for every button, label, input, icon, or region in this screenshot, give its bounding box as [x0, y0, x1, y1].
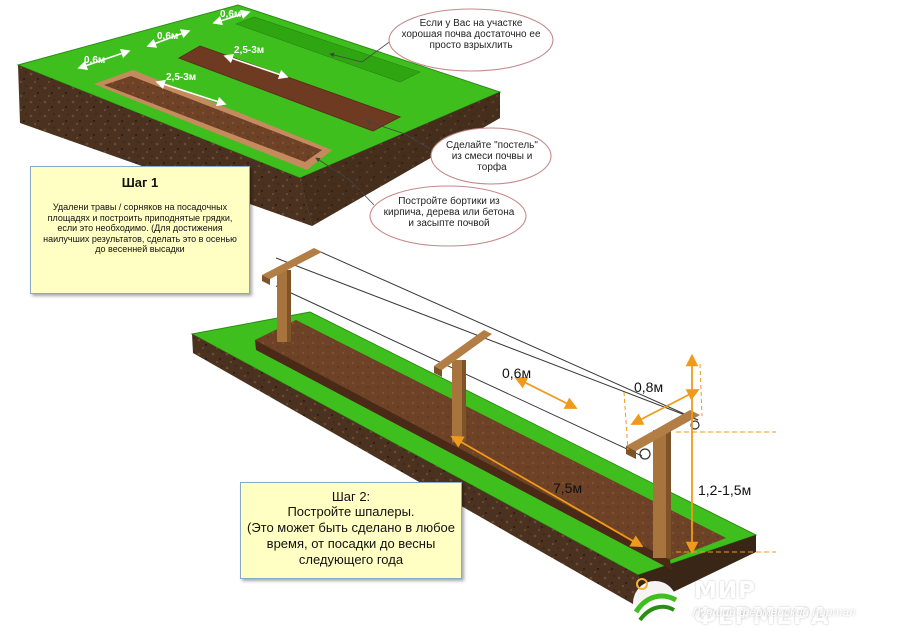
dim-post-height-label: 1,2-1,5м: [698, 482, 751, 498]
bubble-borders: [369, 185, 527, 247]
bubble-borders-text: Постройте бортики из кирпича, дерева или…: [383, 196, 515, 229]
bubble-loosen-text: Если у Вас на участке хорошая почва дост…: [401, 18, 541, 51]
step1-body: Удалени травы / сорняков на посадочных п…: [43, 202, 237, 254]
step2-callout: Шаг 2: Постройте шпалеры. (Это может быт…: [240, 482, 462, 579]
step2-body: (Это может быть сделано в любое время, о…: [246, 520, 455, 567]
post-middle: [434, 330, 492, 442]
top-plot: 0,6м 0,6м 0,6м 2,5-3м 2,5-3м: [16, 4, 502, 226]
dim-crossbar-label: 0,8м: [634, 379, 663, 395]
step2-title: Шаг 2:: [331, 489, 371, 504]
bubble-loosen: [388, 8, 554, 72]
dim-gap-label: 0,6м: [157, 31, 178, 42]
dim-bed-length-label: 2,5-3м: [166, 72, 196, 83]
post-back: [262, 248, 322, 342]
step1-callout: Шаг 1 Удалени травы / сорняков на посадо…: [30, 166, 250, 294]
dim-peat-length-label: 2,5-3м: [234, 45, 264, 56]
trellis-dimensions: 0,6м 0,8м 7,5м 1,2-1,5м: [450, 353, 776, 555]
dim-wire-spacing-label: 0,6м: [502, 365, 531, 381]
step2-line1: Постройте шпалеры.: [287, 504, 415, 519]
bubble-bed: [430, 127, 552, 185]
site-logo: МИР ФЕРМЕРА Лучший фермерский портал: [632, 572, 894, 636]
dim-strip-width-label: 0,6м: [220, 9, 241, 20]
logo-tagline: Лучший фермерский портал: [692, 605, 856, 619]
callout-bubbles: [369, 8, 554, 247]
logo-name: МИР ФЕРМЕРА: [694, 578, 830, 630]
step1-title: Шаг 1: [121, 175, 159, 190]
bubble-bed-text: Сделайте "постель" из смеси почвы и торф…: [446, 140, 538, 173]
logo-emblem: [633, 578, 678, 625]
trellis-posts: [262, 248, 700, 558]
dim-post-spacing-label: 7,5м: [553, 480, 582, 496]
dim-bed-width-label: 0,6м: [84, 55, 105, 66]
